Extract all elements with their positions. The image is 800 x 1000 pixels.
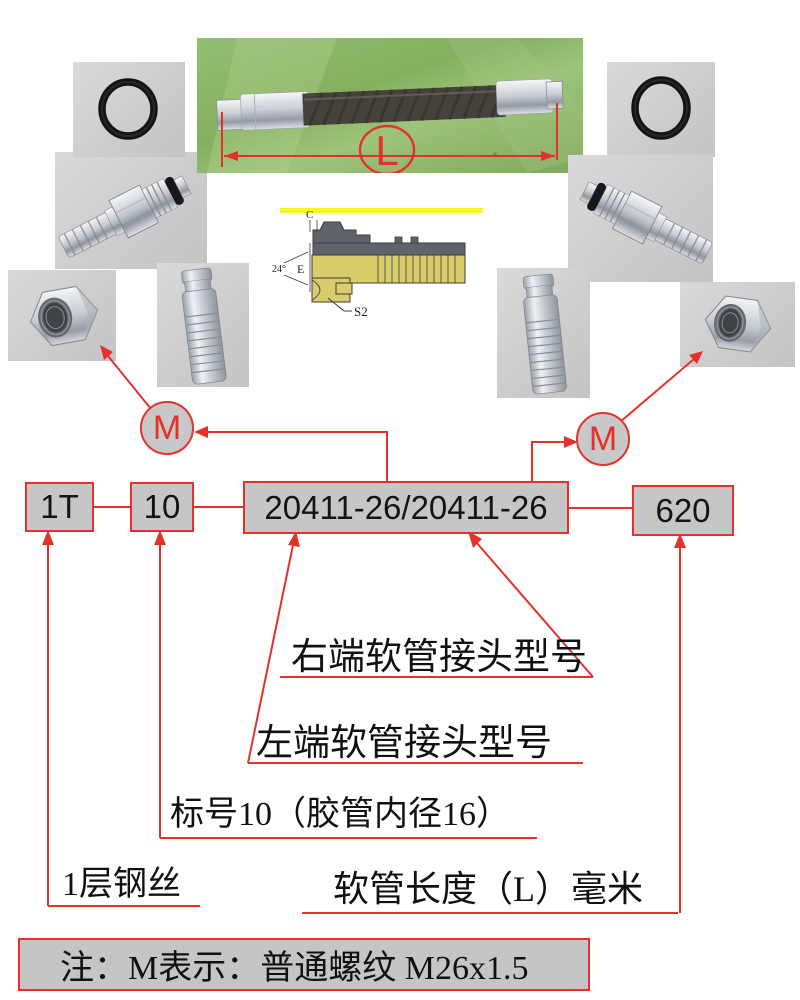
arrow-up-icon <box>42 530 54 545</box>
fitting-cross-section-drawing: C E 24° S2 <box>270 200 490 330</box>
callout-length: 软管长度（L）毫米 <box>333 869 643 909</box>
arrow-left-icon <box>194 426 208 438</box>
sleeve-photo-right <box>497 268 590 398</box>
dim-angle-label: 24° <box>272 264 286 275</box>
fitting-cross-section: C E 24° S2 <box>272 208 483 319</box>
hose-assembly-photo: L <box>197 38 583 173</box>
fitting-photo-right <box>568 155 713 282</box>
ferrule-sleeve <box>522 273 567 395</box>
hex-nipple-fitting <box>58 175 192 258</box>
thread-symbol-left-label: M <box>152 408 182 447</box>
oring-photo-left <box>73 62 185 157</box>
nut-photo-right <box>680 282 795 367</box>
hose-right-ferrule <box>495 78 554 116</box>
dim-e-label: E <box>297 262 304 276</box>
o-ring <box>631 76 691 140</box>
code-box-fittings: 20411-26/20411-26 <box>243 481 569 534</box>
arrow-left-icon <box>224 151 238 161</box>
code-box-length-value: 620 <box>655 491 711 529</box>
connector-right-m-to-nut <box>619 358 695 423</box>
dim-c-label: C <box>306 209 313 221</box>
nut-photo-left <box>8 270 116 361</box>
connector-left-m-to-nut <box>107 355 152 410</box>
black-oring-on-fitting <box>164 176 184 205</box>
oring-photo-right <box>607 62 715 157</box>
code-box-length: 620 <box>632 485 734 536</box>
hose-left-hex <box>216 98 245 131</box>
code-box-size-value: 10 <box>143 488 181 525</box>
speck <box>493 152 497 156</box>
thread-symbol-right-label: M <box>588 419 618 458</box>
rubber-hose-body <box>302 84 506 126</box>
hose-left-ferrule <box>240 91 310 131</box>
callout-wire: 1层钢丝 <box>62 866 181 903</box>
callout-left-fitting: 左端软管接头型号 <box>256 723 552 764</box>
callout-right-fitting: 右端软管接头型号 <box>291 637 587 678</box>
code-box-size: 10 <box>130 482 194 532</box>
code-box-wire-value: 1T <box>40 488 79 525</box>
connector-code-to-right-m <box>531 441 566 482</box>
callout-size: 标号10（胶管内径16） <box>170 796 510 833</box>
length-dimension <box>221 103 558 173</box>
fitting-photo-left <box>55 152 207 269</box>
hose-assembly: L <box>197 38 583 173</box>
hex-nut <box>29 285 99 347</box>
hex-nut <box>704 295 772 353</box>
thread-symbol-right: M <box>576 412 630 466</box>
o-ring <box>98 78 158 140</box>
note-box: 注：M表示：普通螺纹 M26x1.5 <box>18 938 590 991</box>
dim-s2-label: S2 <box>354 304 368 319</box>
code-box-wire: 1T <box>25 482 94 532</box>
note-text: 注：M表示：普通螺纹 M26x1.5 <box>60 950 529 987</box>
hex-nipple-fitting <box>579 181 713 264</box>
ferrule-sleeve <box>181 267 227 385</box>
arrow-up-icon <box>154 530 166 545</box>
hose <box>216 78 564 131</box>
yellow-highlight-line <box>280 208 483 213</box>
arrow-right-icon <box>541 151 555 161</box>
hose-right-hex <box>545 80 564 110</box>
thread-symbol-left: M <box>140 401 194 455</box>
code-box-fittings-value: 20411-26/20411-26 <box>264 488 548 526</box>
connector-code-to-left-m <box>206 431 388 482</box>
sleeve-photo-left <box>157 263 249 387</box>
length-dimension-label: L <box>375 127 398 173</box>
black-oring-on-fitting <box>587 182 607 211</box>
